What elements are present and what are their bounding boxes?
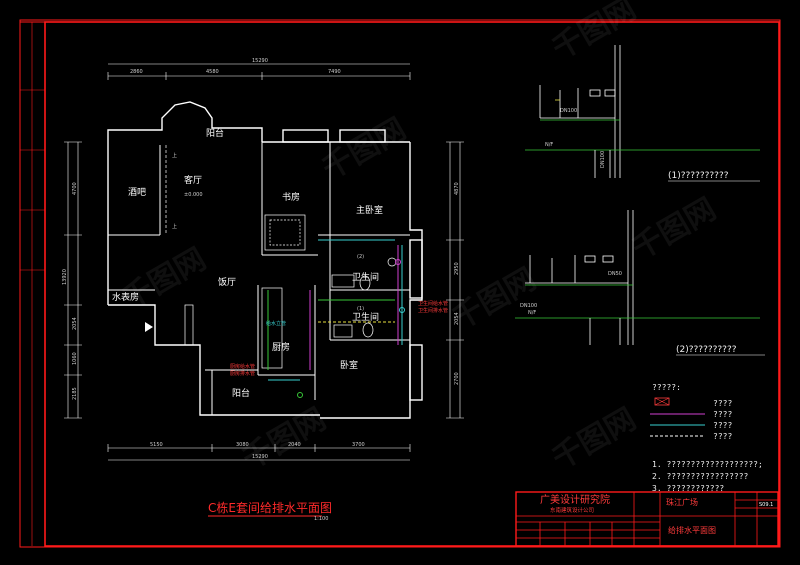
svg-text:卫生间排水管: 卫生间排水管	[418, 307, 448, 314]
svg-text:13920: 13920	[62, 269, 68, 285]
room-master-bedroom: 主卧室	[356, 204, 383, 216]
svg-text:2. ?????????????????: 2. ?????????????????	[652, 472, 749, 481]
svg-text:厨房排水管: 厨房排水管	[230, 370, 255, 377]
room-living: 客厅	[184, 174, 202, 186]
drawing-name: 给排水平面图	[668, 525, 716, 535]
svg-text:千图网: 千图网	[317, 112, 412, 187]
svg-text:????: ????	[713, 421, 732, 430]
svg-text:DN100: DN100	[560, 108, 577, 114]
room-balcony-bottom: 阳台	[232, 387, 250, 399]
floor-plan	[64, 63, 464, 461]
svg-text:千图网: 千图网	[547, 0, 642, 67]
elevation-mark: ±0.000	[184, 192, 203, 198]
title-block-text: 广美设计研究院 东南建筑设计公司 珠江广场 给排水平面图 S09.1	[540, 493, 773, 535]
entrance-arrow	[145, 322, 153, 332]
room-kitchen: 厨房	[272, 341, 290, 353]
room-dining: 饭厅	[218, 276, 236, 288]
pipe-annotations: 卫生间给水管 卫生间排水管 厨房给水管 厨房排水管 给水立管	[230, 300, 448, 377]
svg-text:3. ????????????: 3. ????????????	[652, 484, 724, 493]
company-subtitle: 东南建筑设计公司	[550, 506, 594, 514]
riser-2-labels: DN50 DN100 N/F (2)??????????	[520, 271, 765, 356]
room-bar: 酒吧	[128, 187, 146, 198]
plan-title-text: C栋E套间给排水平面图	[208, 500, 332, 515]
legend-symbol-valve-icon	[654, 397, 670, 406]
svg-text:1. ???????????????????;: 1. ???????????????????;	[652, 460, 763, 469]
svg-text:厨房给水管: 厨房给水管	[230, 363, 255, 370]
riser-2-title: (2)??????????	[676, 345, 737, 355]
svg-text:千图网: 千图网	[547, 402, 642, 477]
title-block	[515, 491, 779, 547]
svg-text:????: ????	[713, 410, 732, 419]
room-bedroom: 卧室	[340, 359, 358, 371]
svg-text:DN100: DN100	[600, 151, 606, 168]
svg-text:上: 上	[172, 223, 177, 230]
riser-1-title: (1)??????????	[668, 171, 729, 181]
riser-1-labels: DN100 N/F DN100 (1)??????????	[545, 108, 760, 182]
plan-title: C栋E套间给排水平面图 1:100	[208, 500, 332, 522]
legend-title: ?????:	[652, 383, 681, 392]
svg-text:5150: 5150	[150, 442, 163, 448]
svg-text:????: ????	[713, 432, 732, 441]
svg-text:3700: 3700	[352, 442, 365, 448]
svg-text:N/F: N/F	[545, 142, 553, 148]
sheet-number: S09.1	[759, 502, 773, 508]
svg-text:15290: 15290	[252, 58, 268, 64]
room-bathroom-1: 卫生间	[352, 271, 379, 283]
svg-text:2054: 2054	[72, 317, 78, 330]
svg-text:DN100: DN100	[520, 303, 537, 309]
bottom-dimension-chain	[107, 444, 411, 461]
svg-text:卫生间给水管: 卫生间给水管	[418, 300, 448, 307]
plan-dimension-labels: 2860 4580 7490 15290 5150 3080 2040 3700…	[62, 58, 460, 460]
interior-walls	[108, 142, 410, 415]
top-dimension-chain	[107, 63, 411, 80]
side-dimension-chains	[64, 141, 464, 419]
riser-diagram-1	[525, 45, 760, 178]
svg-text:3080: 3080	[236, 442, 249, 448]
svg-text:DN50: DN50	[608, 271, 622, 277]
svg-text:1060: 1060	[72, 352, 78, 365]
project-name: 珠江广场	[666, 497, 698, 507]
svg-text:2040: 2040	[288, 442, 301, 448]
svg-text:15290: 15290	[252, 454, 268, 460]
svg-text:(2): (2)	[357, 254, 364, 260]
legend: ?????: ???? ???? ???? ???? 1. ??????????…	[650, 383, 763, 493]
svg-text:2054: 2054	[454, 312, 460, 325]
plumbing-lines	[267, 239, 405, 398]
plan-scale: 1:100	[314, 516, 328, 522]
company-name: 广美设计研究院	[540, 493, 610, 506]
svg-text:给水立管: 给水立管	[266, 320, 286, 327]
svg-text:千图网: 千图网	[627, 192, 722, 267]
exterior-walls	[107, 101, 423, 419]
svg-text:????: ????	[713, 399, 732, 408]
svg-text:上: 上	[172, 152, 177, 159]
room-study: 书房	[282, 191, 300, 203]
svg-text:4580: 4580	[206, 69, 219, 75]
room-balcony-top: 阳台	[206, 127, 224, 139]
svg-text:7490: 7490	[328, 69, 341, 75]
room-laundry: 水表房	[112, 291, 139, 303]
fixtures	[165, 145, 397, 369]
drawing-frame	[19, 19, 781, 548]
svg-text:2950: 2950	[454, 262, 460, 275]
svg-text:4870: 4870	[454, 182, 460, 195]
svg-text:4700: 4700	[72, 182, 78, 195]
svg-text:千图网: 千图网	[237, 402, 332, 477]
room-bathroom-2: 卫生间	[352, 311, 379, 323]
room-labels: 阳台 客厅 ±0.000 酒吧 书房 主卧室 饭厅 水表房 (2) 卫生间 (1…	[112, 127, 383, 399]
svg-text:(1): (1)	[357, 306, 364, 312]
svg-text:2185: 2185	[72, 387, 78, 400]
svg-text:N/F: N/F	[528, 310, 536, 316]
svg-text:千图网: 千图网	[447, 262, 542, 337]
svg-text:2860: 2860	[130, 69, 143, 75]
svg-text:2700: 2700	[454, 372, 460, 385]
riser-diagram-2	[515, 210, 760, 345]
